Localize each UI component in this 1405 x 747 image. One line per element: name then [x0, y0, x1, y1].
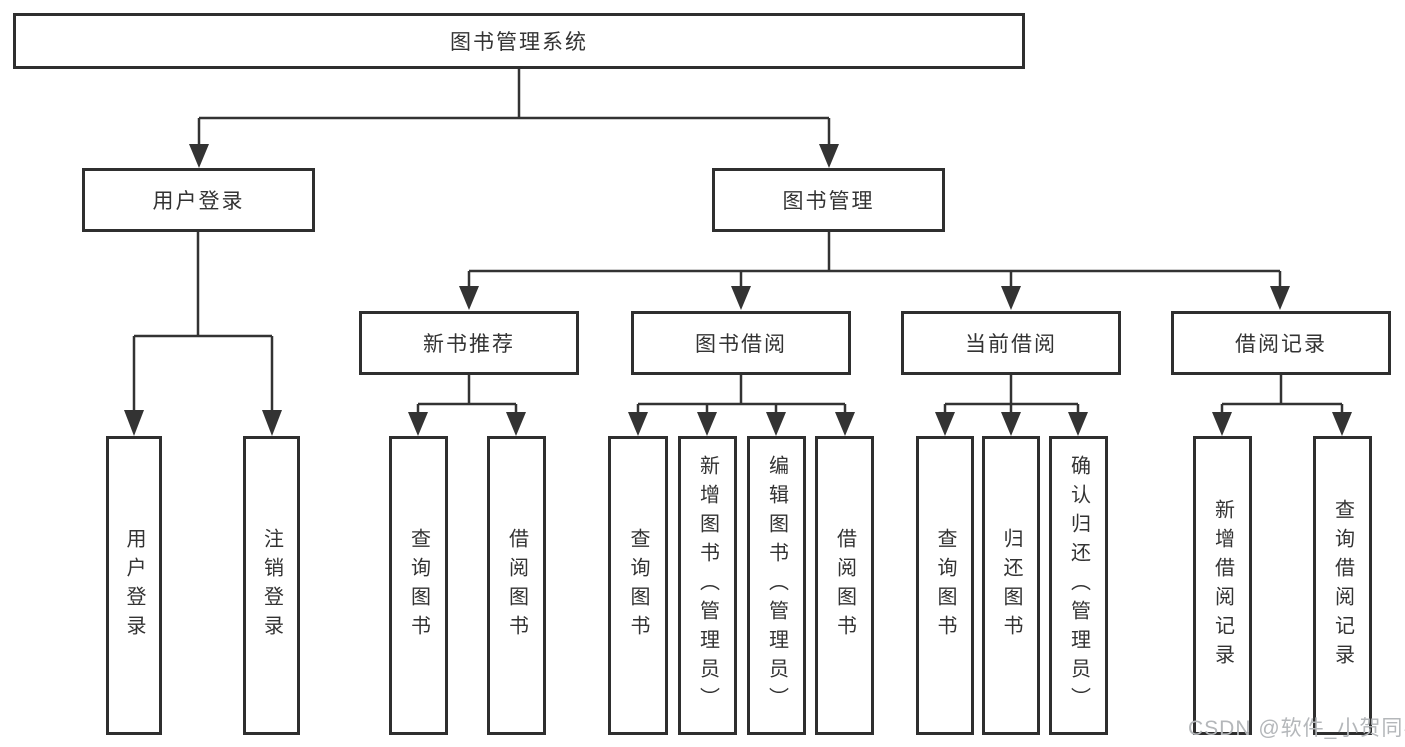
node-current-borrowing-label: 当前借阅	[965, 333, 1057, 356]
node-borrow-records: 借阅记录	[1171, 311, 1391, 375]
node-root-label: 图书管理系统	[450, 31, 588, 54]
node-book-management: 图书管理	[712, 168, 945, 232]
leaf-newbook-query-books: 查询图书	[389, 436, 448, 735]
leaf-records-query-borrow-record: 查询借阅记录	[1313, 436, 1372, 735]
leaf-borrowing-edit-books-admin: 编辑图书（管理员）	[747, 436, 806, 735]
leaf-borrowing-edit-books-admin-label: 编辑图书（管理员）	[765, 455, 788, 716]
node-new-book-recommend-label: 新书推荐	[423, 333, 515, 356]
node-current-borrowing: 当前借阅	[901, 311, 1121, 375]
leaf-borrowing-borrow-books-label: 借阅图书	[833, 527, 856, 644]
leaf-borrowing-add-books-admin: 新增图书（管理员）	[678, 436, 737, 735]
leaf-borrowing-add-books-admin-label: 新增图书（管理员）	[696, 455, 719, 716]
node-book-borrowing-label: 图书借阅	[695, 333, 787, 356]
leaf-borrowing-query-books-label: 查询图书	[627, 527, 649, 644]
csdn-watermark: CSDN @软件_小贺同学	[1188, 717, 1405, 740]
node-root-system: 图书管理系统	[13, 13, 1025, 69]
leaf-user-login: 用户登录	[106, 436, 162, 735]
leaf-current-confirm-return-admin-label: 确认归还（管理员）	[1067, 455, 1090, 716]
leaf-records-add-borrow-record-label: 新增借阅记录	[1211, 498, 1234, 673]
leaf-newbook-borrow-books: 借阅图书	[487, 436, 546, 735]
node-user-login-label: 用户登录	[152, 190, 245, 213]
leaf-records-query-borrow-record-label: 查询借阅记录	[1331, 498, 1354, 673]
node-user-login: 用户登录	[82, 168, 315, 232]
leaf-current-query-books-label: 查询图书	[934, 527, 956, 644]
leaf-current-query-books: 查询图书	[916, 436, 974, 735]
node-book-borrowing: 图书借阅	[631, 311, 851, 375]
arrowheads	[124, 144, 1352, 436]
node-book-management-label: 图书管理	[782, 190, 875, 213]
leaf-current-return-books-label: 归还图书	[1000, 527, 1022, 644]
leaf-borrowing-borrow-books: 借阅图书	[815, 436, 874, 735]
node-borrow-records-label: 借阅记录	[1235, 333, 1327, 356]
leaf-borrowing-query-books: 查询图书	[608, 436, 668, 735]
leaf-records-add-borrow-record: 新增借阅记录	[1193, 436, 1252, 735]
leaf-newbook-query-books-label: 查询图书	[407, 527, 430, 644]
leaf-current-return-books: 归还图书	[982, 436, 1040, 735]
leaf-logout-login-label: 注销登录	[260, 527, 283, 644]
leaf-newbook-borrow-books-label: 借阅图书	[505, 527, 528, 644]
leaf-current-confirm-return-admin: 确认归还（管理员）	[1049, 436, 1108, 735]
leaf-user-login-label: 用户登录	[123, 527, 145, 644]
node-new-book-recommend: 新书推荐	[359, 311, 579, 375]
leaf-logout-login: 注销登录	[243, 436, 300, 735]
